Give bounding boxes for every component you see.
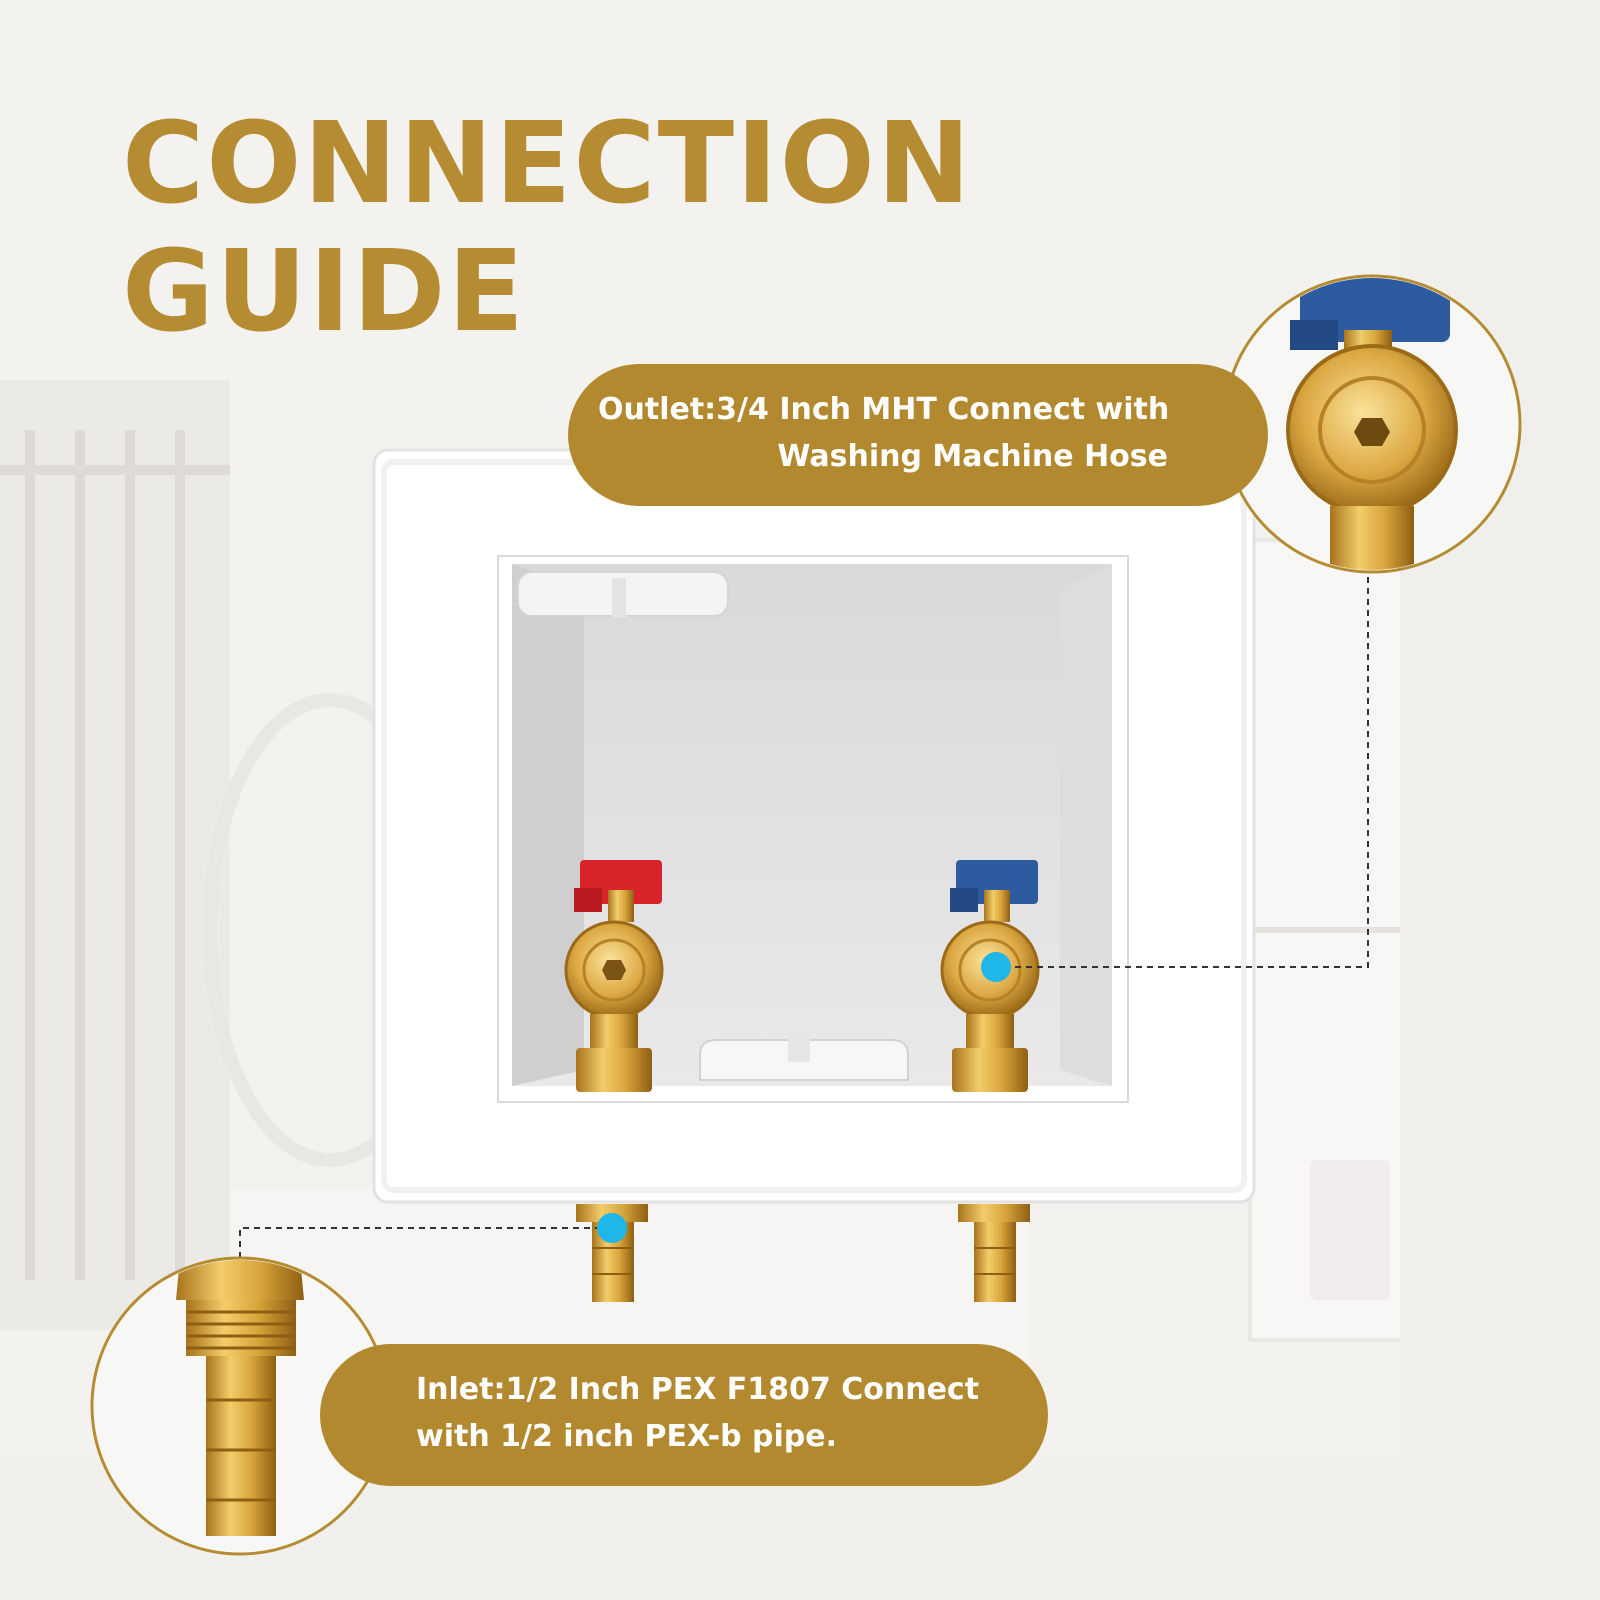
outlet-callout: Outlet:3/4 Inch MHT Connect with Washing… (568, 364, 1268, 506)
outlet-marker-dot (981, 952, 1011, 982)
outlet-zoom-circle (1222, 274, 1522, 574)
outlet-callout-line-1: Outlet:3/4 Inch MHT Connect with (598, 392, 1170, 427)
leader-lines (239, 570, 1369, 1260)
inlet-callout-line-2: with 1/2 inch PEX-b pipe. (416, 1419, 838, 1454)
inlet-zoom-circle (90, 1256, 390, 1556)
inlet-callout-line-1: Inlet:1/2 Inch PEX F1807 Connect (416, 1372, 980, 1407)
pex-inlet-right (958, 1204, 1030, 1302)
outlet-box (372, 448, 1256, 1204)
title-line-1: CONNECTION (122, 99, 973, 229)
hot-water-valve (564, 860, 664, 1092)
inlet-marker-dot (597, 1213, 627, 1243)
title-line-2: GUIDE (122, 227, 527, 357)
outlet-callout-line-2: Washing Machine Hose (777, 439, 1168, 474)
inlet-callout: Inlet:1/2 Inch PEX F1807 Connect with 1/… (320, 1344, 1048, 1486)
